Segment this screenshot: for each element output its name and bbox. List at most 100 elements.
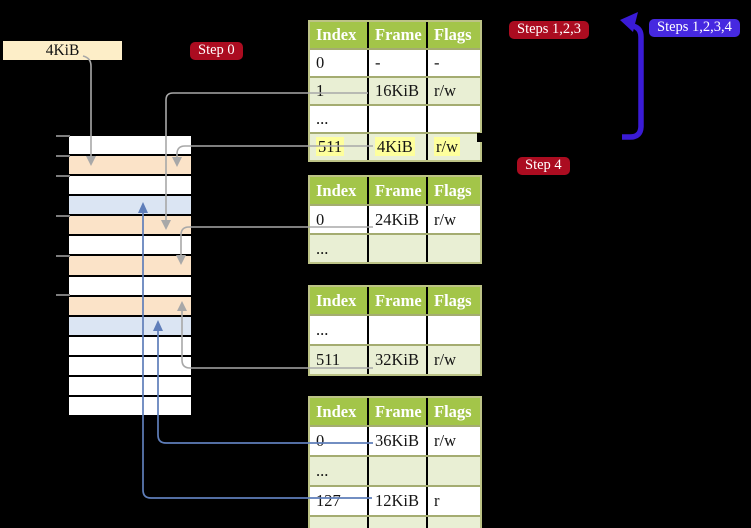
- address-tick: [56, 254, 70, 257]
- column-header: Index: [316, 291, 357, 310]
- table-row: ...: [310, 314, 480, 344]
- column-header: Flags: [426, 287, 478, 314]
- column-header: Flags: [426, 177, 478, 204]
- table-cell: r/w: [426, 78, 478, 104]
- border-notch: [477, 133, 487, 142]
- column-header: Frame: [367, 22, 426, 48]
- table-cell: 12KiB: [367, 487, 426, 515]
- table-cell: [426, 106, 478, 132]
- memory-frame-row: [69, 236, 191, 257]
- memory-frame-row: [69, 356, 191, 377]
- table-cell: r/w: [426, 346, 478, 374]
- table-cell: r/w: [426, 206, 478, 233]
- table-cell: 24KiB: [367, 206, 426, 233]
- table-cell: 36KiB: [367, 427, 426, 455]
- memory-frame-row: [69, 276, 191, 297]
- badge-steps-1234: Steps 1,2,3,4: [649, 19, 740, 38]
- address-tick: [56, 174, 70, 177]
- loop-arrowhead-icon: [620, 12, 638, 32]
- free-frame-size-label: 4KiB: [3, 41, 122, 60]
- column-header: Frame: [367, 398, 426, 425]
- table-cell: r/w: [426, 427, 478, 455]
- table-cell: 0: [316, 431, 325, 450]
- loop-arrow-line: [622, 23, 644, 140]
- highlighted-value: 511: [316, 137, 345, 156]
- address-tick: [56, 135, 70, 137]
- column-header: Frame: [367, 177, 426, 204]
- table-cell: [367, 235, 426, 262]
- address-tick: [56, 154, 70, 157]
- table-cell: [426, 235, 478, 262]
- memory-frame-row: [69, 196, 191, 217]
- memory-frame-row: [69, 316, 191, 337]
- badge-step4: Step 4: [517, 157, 570, 176]
- table-cell: [367, 457, 426, 485]
- memory-frame-row: [69, 336, 191, 357]
- table-cell: [426, 316, 478, 344]
- table-cell: [367, 517, 426, 528]
- table-cell: ...: [316, 320, 329, 339]
- table-row: ...: [310, 455, 480, 485]
- badge-steps-123: Steps 1,2,3: [509, 21, 590, 40]
- column-header: Index: [316, 25, 357, 44]
- memory-frame-row: [69, 397, 191, 416]
- highlighted-value: 4KiB: [375, 137, 415, 156]
- badge-step0: Step 0: [190, 42, 243, 61]
- memory-frame-row: [69, 376, 191, 398]
- memory-column: [69, 136, 191, 416]
- table-row: 511 4KiB r/w: [310, 132, 480, 160]
- address-tick: [56, 214, 70, 217]
- table-cell: 0: [316, 210, 325, 229]
- table-cell: [367, 316, 426, 344]
- table-cell: 0: [316, 53, 325, 72]
- table-cell: 1: [316, 81, 325, 100]
- table-row: 0 --: [310, 48, 480, 76]
- table-cell: 511: [310, 134, 367, 160]
- table-cell: ...: [316, 461, 329, 480]
- table-cell: r: [426, 487, 478, 515]
- table-cell: ...: [316, 239, 329, 258]
- table-cell: 32KiB: [367, 346, 426, 374]
- column-header: Index: [316, 402, 357, 421]
- table-cell: ...: [310, 517, 367, 528]
- table-cell: [367, 106, 426, 132]
- table-cell: -: [367, 50, 426, 76]
- table-cell: [426, 517, 478, 528]
- memory-frame-row: [69, 256, 191, 277]
- table-cell: -: [426, 50, 478, 76]
- highlighted-value: r/w: [434, 137, 460, 156]
- table-row: ...: [310, 515, 480, 528]
- table-cell: r/w: [426, 134, 478, 160]
- memory-frame-row: [69, 156, 191, 177]
- memory-frame-row: [69, 296, 191, 317]
- memory-frame-row: [69, 176, 191, 197]
- column-header: Index: [316, 181, 357, 200]
- table-cell: 16KiB: [367, 78, 426, 104]
- column-header: Flags: [426, 22, 478, 48]
- memory-frame-row: [69, 216, 191, 237]
- table-row: ...: [310, 233, 480, 262]
- column-header: Flags: [426, 398, 478, 425]
- table-cell: 4KiB: [367, 134, 426, 160]
- table-cell: [426, 457, 478, 485]
- memory-frame-row: [69, 136, 191, 157]
- table-cell: 511: [316, 350, 341, 369]
- column-header: Frame: [367, 287, 426, 314]
- address-tick: [56, 294, 70, 297]
- table-cell: ...: [316, 109, 329, 128]
- table-row: ...: [310, 104, 480, 132]
